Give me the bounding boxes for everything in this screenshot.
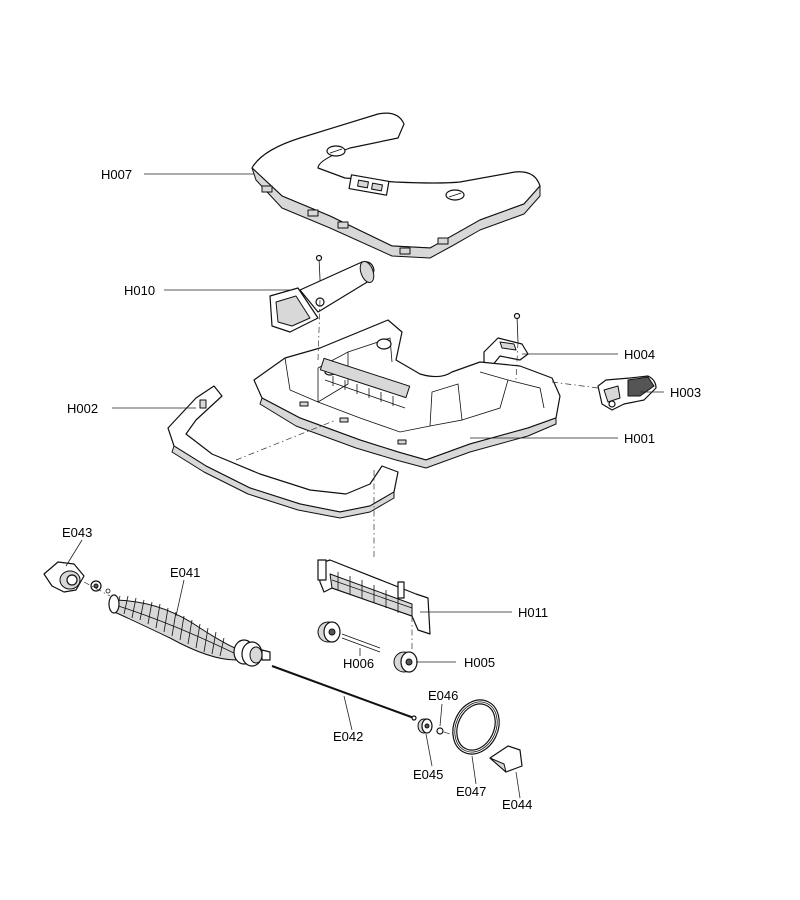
label-e042: E042 bbox=[333, 729, 363, 744]
part-h010-hose-connector bbox=[269, 254, 375, 333]
label-h002: H002 bbox=[67, 401, 98, 416]
part-h003-latch bbox=[597, 375, 657, 411]
label-h001: H001 bbox=[624, 431, 655, 446]
label-h006: H006 bbox=[343, 656, 374, 671]
part-h001-main-housing bbox=[253, 319, 561, 469]
label-h007: H007 bbox=[101, 167, 132, 182]
label-e041: E041 bbox=[170, 565, 200, 580]
part-e044-belt-cover bbox=[489, 745, 523, 773]
part-e047-belt bbox=[452, 699, 500, 755]
part-h004-bracket bbox=[483, 312, 529, 367]
label-e045: E045 bbox=[413, 767, 443, 782]
part-h005-wheel bbox=[393, 651, 418, 673]
part-h002-bumper bbox=[167, 385, 399, 519]
label-e046: E046 bbox=[428, 688, 458, 703]
part-e045-bearing bbox=[417, 718, 433, 734]
label-e047: E047 bbox=[456, 784, 486, 799]
part-e043-end-cap bbox=[43, 561, 111, 594]
part-e041-brush-roll bbox=[108, 594, 271, 667]
part-e046-washer bbox=[436, 727, 444, 735]
label-h005: H005 bbox=[464, 655, 495, 670]
label-e043: E043 bbox=[62, 525, 92, 540]
label-h003: H003 bbox=[670, 385, 701, 400]
part-h011-filter-grille bbox=[317, 559, 431, 635]
label-h004: H004 bbox=[624, 347, 655, 362]
callout-labels: H007 H010 H004 H003 H002 H001 E043 E041 … bbox=[62, 167, 701, 812]
label-h010: H010 bbox=[124, 283, 155, 298]
label-h011: H011 bbox=[518, 605, 548, 620]
assembly-guide-lines bbox=[83, 299, 599, 737]
label-e044: E044 bbox=[502, 797, 532, 812]
part-e042-shaft bbox=[271, 665, 417, 721]
leader-lines bbox=[65, 173, 664, 799]
part-h007-cover-plate bbox=[251, 112, 541, 259]
part-h006-wheel bbox=[317, 621, 381, 653]
